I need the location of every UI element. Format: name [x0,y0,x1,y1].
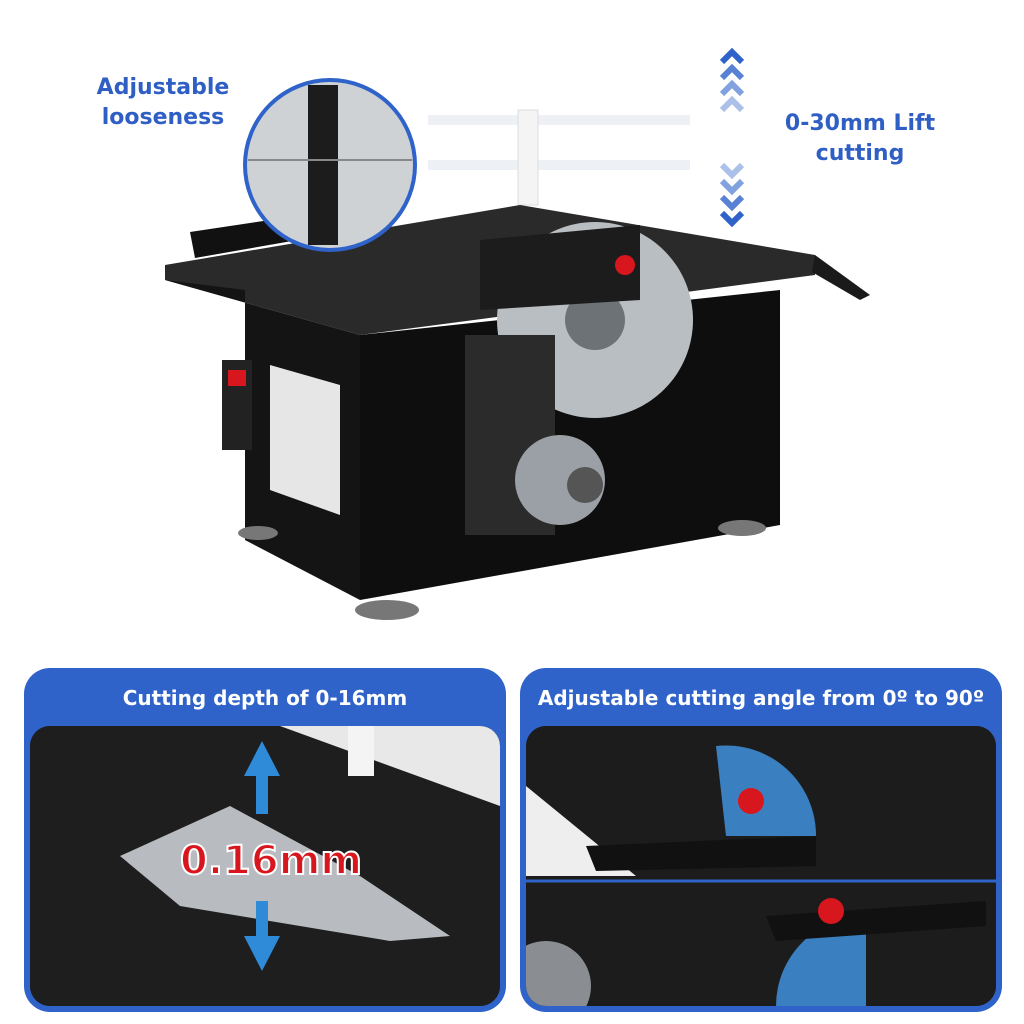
depth-overlay: 0.16mm [179,837,363,885]
depth-photo: 0.16mm [30,726,500,1006]
angle-panel: Adjustable cutting angle from 0º to 90º [520,668,1002,1012]
depth-panel: Cutting depth of 0-16mm 0.16mm [24,668,506,1012]
angle-photo [526,726,996,1006]
product-illustration [165,47,870,620]
chevron-down-icon [719,162,745,228]
callout-lift: 0-30mm Lift cutting [784,111,936,166]
panel-title: Cutting depth of 0-16mm [122,686,408,710]
chevron-up-icon [719,47,745,113]
callout-looseness: Adjustable looseness [96,75,230,130]
arrow-up-down-icon [244,741,280,971]
panel-title: Adjustable cutting angle from 0º to 90º [537,686,985,710]
